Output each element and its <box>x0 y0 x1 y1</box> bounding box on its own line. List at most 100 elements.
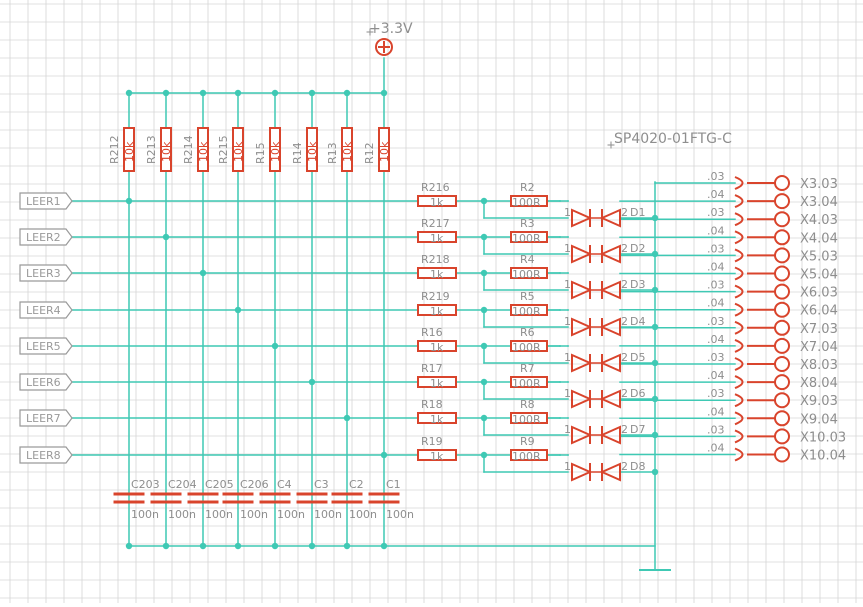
pullup-name: R213 <box>145 135 158 164</box>
cap-value: 100n <box>168 508 196 521</box>
r2-value: 100R <box>512 268 541 281</box>
chip-label: SP4020-01FTG-C <box>614 131 732 147</box>
diode-triangle <box>599 353 621 373</box>
diode-name: D3 <box>630 278 645 291</box>
connector-pad[interactable] <box>774 410 790 427</box>
cap-name: C2 <box>349 478 364 491</box>
junction-dot <box>162 542 170 550</box>
r2-name: R8 <box>520 398 535 411</box>
connector-pad[interactable] <box>774 337 790 354</box>
r2-name: R5 <box>520 290 535 303</box>
connector-socket <box>734 411 744 426</box>
connector-pin-label: .04 <box>707 188 725 201</box>
diode-triangle <box>571 425 593 445</box>
connector-pin-label: .04 <box>707 369 725 382</box>
connector-name: X10.04 <box>800 449 846 464</box>
r2-name: R9 <box>520 435 535 448</box>
connector-socket <box>734 393 744 408</box>
port-flag[interactable] <box>19 337 73 355</box>
diode-name: D1 <box>630 206 645 219</box>
pullup-resistor <box>197 127 209 172</box>
connector-pad[interactable] <box>774 428 790 445</box>
series-resistor-100r <box>510 376 548 388</box>
r1-name: R216 <box>421 181 450 194</box>
series-resistor-100r <box>510 267 548 279</box>
resistor-body <box>510 376 548 388</box>
pullup-name: R12 <box>363 142 376 164</box>
connector-pin-label: .03 <box>707 242 725 255</box>
port-flag[interactable] <box>19 264 73 282</box>
connector-pin <box>734 301 790 318</box>
port-label <box>19 192 73 210</box>
resistor-body <box>197 127 209 172</box>
connector-pad[interactable] <box>774 193 790 210</box>
connector-socket <box>734 194 744 209</box>
connector-name: X10.03 <box>800 430 846 445</box>
port-flag[interactable] <box>19 409 73 427</box>
junction-dot <box>651 431 659 439</box>
diode-pin-1: 1 <box>564 423 571 436</box>
cap-value: 100n <box>277 508 305 521</box>
cap-name: C4 <box>277 478 292 491</box>
connector-name: X8.04 <box>800 376 838 391</box>
port-flag[interactable] <box>19 192 73 210</box>
connector-pad[interactable] <box>774 247 790 264</box>
connector-pad[interactable] <box>774 446 790 463</box>
tvs-diode <box>571 462 621 482</box>
connector-pin <box>734 319 790 336</box>
port-flag[interactable] <box>19 301 73 319</box>
diode-triangle <box>571 208 593 228</box>
connector-pad[interactable] <box>774 229 790 246</box>
resistor-body <box>510 412 548 424</box>
junction-dot <box>380 89 388 97</box>
r2-name: R6 <box>520 326 535 339</box>
diode-triangle <box>571 280 593 300</box>
capacitor <box>259 492 291 504</box>
junction-dot <box>125 542 133 550</box>
connector-pad[interactable] <box>774 319 790 336</box>
resistor-body <box>510 267 548 279</box>
connector-socket <box>734 176 744 190</box>
diode-name: D7 <box>630 423 645 436</box>
connector-pad[interactable] <box>774 392 790 409</box>
diode-triangle <box>599 208 621 228</box>
diode-triangle <box>571 462 593 482</box>
connector-pad[interactable] <box>774 374 790 391</box>
connector-pin <box>734 247 790 264</box>
r1-value: 1k <box>430 305 444 318</box>
port-label <box>19 228 73 246</box>
junction-dot <box>125 89 133 97</box>
resistor-body <box>510 231 548 243</box>
r1-value: 1k <box>430 450 444 463</box>
connector-pad[interactable] <box>774 356 790 372</box>
r1-name: R218 <box>421 253 450 266</box>
diode-pin-2: 2 <box>621 278 628 291</box>
connector-pad[interactable] <box>774 175 790 191</box>
diode-triangle <box>599 244 621 264</box>
connector-pin <box>734 283 790 300</box>
r2-value: 100R <box>512 305 541 318</box>
connector-pad[interactable] <box>774 265 790 282</box>
r2-name: R3 <box>520 217 535 230</box>
junction-dot <box>651 214 659 222</box>
pullup-resistor <box>341 127 353 172</box>
connector-pin <box>734 229 790 246</box>
port-flag[interactable] <box>19 228 73 246</box>
port-name: LEER3 <box>26 267 61 280</box>
junction-dot <box>380 542 388 550</box>
resistor-body <box>417 340 457 352</box>
port-flag[interactable] <box>19 373 73 391</box>
connector-pad[interactable] <box>774 211 790 228</box>
connector-pin-label: .03 <box>707 423 725 436</box>
port-flag[interactable] <box>19 446 73 464</box>
connector-pad[interactable] <box>774 301 790 318</box>
resistor-body <box>341 127 353 172</box>
connector-pin <box>734 428 790 445</box>
r1-name: R18 <box>421 398 443 411</box>
connector-name: X5.04 <box>800 268 838 283</box>
connector-pad[interactable] <box>774 283 790 300</box>
pullup-name: R214 <box>182 135 195 164</box>
resistor-body <box>417 304 457 316</box>
r2-value: 100R <box>512 196 541 209</box>
